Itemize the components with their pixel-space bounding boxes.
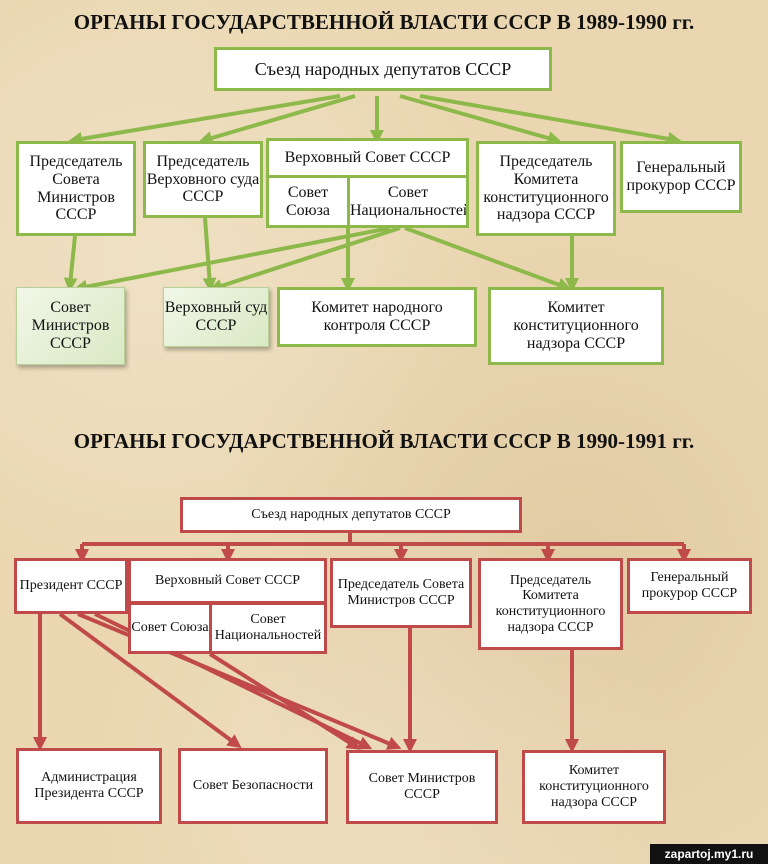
- top-soviet-nationalities-box: Совет Национальностей: [347, 175, 469, 228]
- bottom-chair-ministers-label: Председатель Совета Министров СССР: [337, 577, 465, 608]
- bottom-security-council-box: Совет Безопасности: [178, 748, 328, 824]
- top-soviet-union-label: Совет Союза: [285, 183, 331, 219]
- bottom-council-ministers-label: Совет Министров СССР: [368, 771, 476, 802]
- top-diagram-title: ОРГАНЫ ГОСУДАРСТВЕННОЙ ВЛАСТИ СССР В 198…: [73, 10, 695, 34]
- top-chair-council-ministers-label: Председатель Совета Министров СССР: [29, 152, 123, 224]
- bottom-security-council-label: Совет Безопасности: [192, 778, 314, 794]
- top-people-control-box: Комитет народного контроля СССР: [277, 287, 477, 347]
- link-supreme-soviet-court: [208, 226, 401, 293]
- link-supreme-soviet-council-ministers: [73, 226, 391, 294]
- top-chair-constitutional-label: Председатель Комитета конституционного н…: [483, 152, 609, 224]
- bottom-president-label: Президент СССР: [19, 578, 123, 594]
- top-constitutional-committee-box: Комитет конституционного надзора СССР: [488, 287, 664, 365]
- top-soviet-nationalities-label: Совет Национальностей: [350, 183, 469, 219]
- bottom-soviet-nationalities-box: Совет Национальностей: [209, 602, 327, 654]
- top-supreme-soviet-box: Верховный Совет СССР: [266, 138, 469, 178]
- bottom-constitutional-committee-label: Комитет конституционного надзора СССР: [539, 763, 649, 810]
- link-congress-chair-court: [198, 94, 356, 145]
- bottom-constitutional-committee-box: Комитет конституционного надзора СССР: [522, 750, 666, 824]
- top-supreme-court-box: Верховный суд СССР: [163, 287, 269, 347]
- top-congress-label: Съезд народных депутатов СССР: [254, 58, 512, 79]
- bottom-prosecutor-box: Генеральный прокурор СССР: [627, 558, 752, 614]
- bottom-chair-ministers-box: Председатель Совета Министров СССР: [330, 558, 472, 628]
- bottom-soviet-union-box: Совет Союза: [128, 602, 212, 654]
- bottom-administration-label: Администрация Президента СССР: [34, 770, 144, 801]
- link-supreme-soviet-ministers: [208, 652, 361, 750]
- top-congress-box: Съезд народных депутатов СССР: [214, 47, 552, 91]
- top-chair-supreme-court-box: Председатель Верховного суда СССР: [143, 141, 263, 218]
- bottom-soviet-nationalities-label: Совет Национальностей: [214, 612, 322, 643]
- bottom-diagram-title: ОРГАНЫ ГОСУДАРСТВЕННОЙ ВЛАСТИ СССР В 199…: [73, 429, 695, 453]
- link-supreme-soviet-constitutional: [404, 226, 572, 292]
- top-chair-constitutional-box: Председатель Комитета конституционного н…: [476, 141, 616, 236]
- bottom-prosecutor-label: Генеральный прокурор СССР: [641, 570, 738, 601]
- link-president-security: [58, 612, 242, 749]
- bottom-president-box: Президент СССР: [14, 558, 128, 614]
- bottom-soviet-union-label: Совет Союза: [131, 620, 209, 636]
- top-supreme-court-label: Верховный суд СССР: [164, 299, 268, 334]
- link-chair-court-court: [202, 217, 217, 292]
- bottom-congress-label: Съезд народных депутатов СССР: [251, 507, 451, 523]
- link-congress-chair-ministers: [68, 94, 341, 146]
- top-council-ministers-box: Совет Министров СССР: [16, 287, 125, 365]
- top-council-ministers-label: Совет Министров СССР: [31, 299, 110, 352]
- top-people-control-label: Комитет народного контроля СССР: [311, 299, 443, 334]
- top-constitutional-committee-label: Комитет конституционного надзора СССР: [513, 299, 639, 352]
- site-watermark: zapartoj.my1.ru: [650, 844, 768, 864]
- bottom-chair-constitutional-box: Председатель Комитета конституционного н…: [478, 558, 623, 650]
- link-chair-ministers-council: [63, 235, 78, 292]
- bottom-supreme-soviet-box: Верховный Совет СССР: [128, 558, 327, 604]
- top-prosecutor-label: Генеральный прокурор СССР: [626, 159, 736, 194]
- bottom-administration-box: Администрация Президента СССР: [16, 748, 162, 824]
- bottom-council-ministers-box: Совет Министров СССР: [346, 750, 498, 824]
- top-chair-council-ministers-box: Председатель Совета Министров СССР: [16, 141, 136, 236]
- top-supreme-soviet-label: Верховный Совет СССР: [284, 149, 451, 167]
- bottom-supreme-soviet-label: Верховный Совет СССР: [154, 573, 301, 589]
- top-soviet-union-box: Совет Союза: [266, 175, 350, 228]
- bottom-chair-constitutional-label: Председатель Комитета конституционного н…: [495, 572, 606, 635]
- bottom-congress-box: Съезд народных депутатов СССР: [180, 497, 522, 533]
- top-prosecutor-box: Генеральный прокурор СССР: [620, 141, 742, 213]
- top-chair-supreme-court-label: Председатель Верховного суда СССР: [146, 152, 260, 206]
- link-congress-prosecutor: [419, 94, 682, 146]
- link-congress-chair-constitutional: [399, 94, 562, 145]
